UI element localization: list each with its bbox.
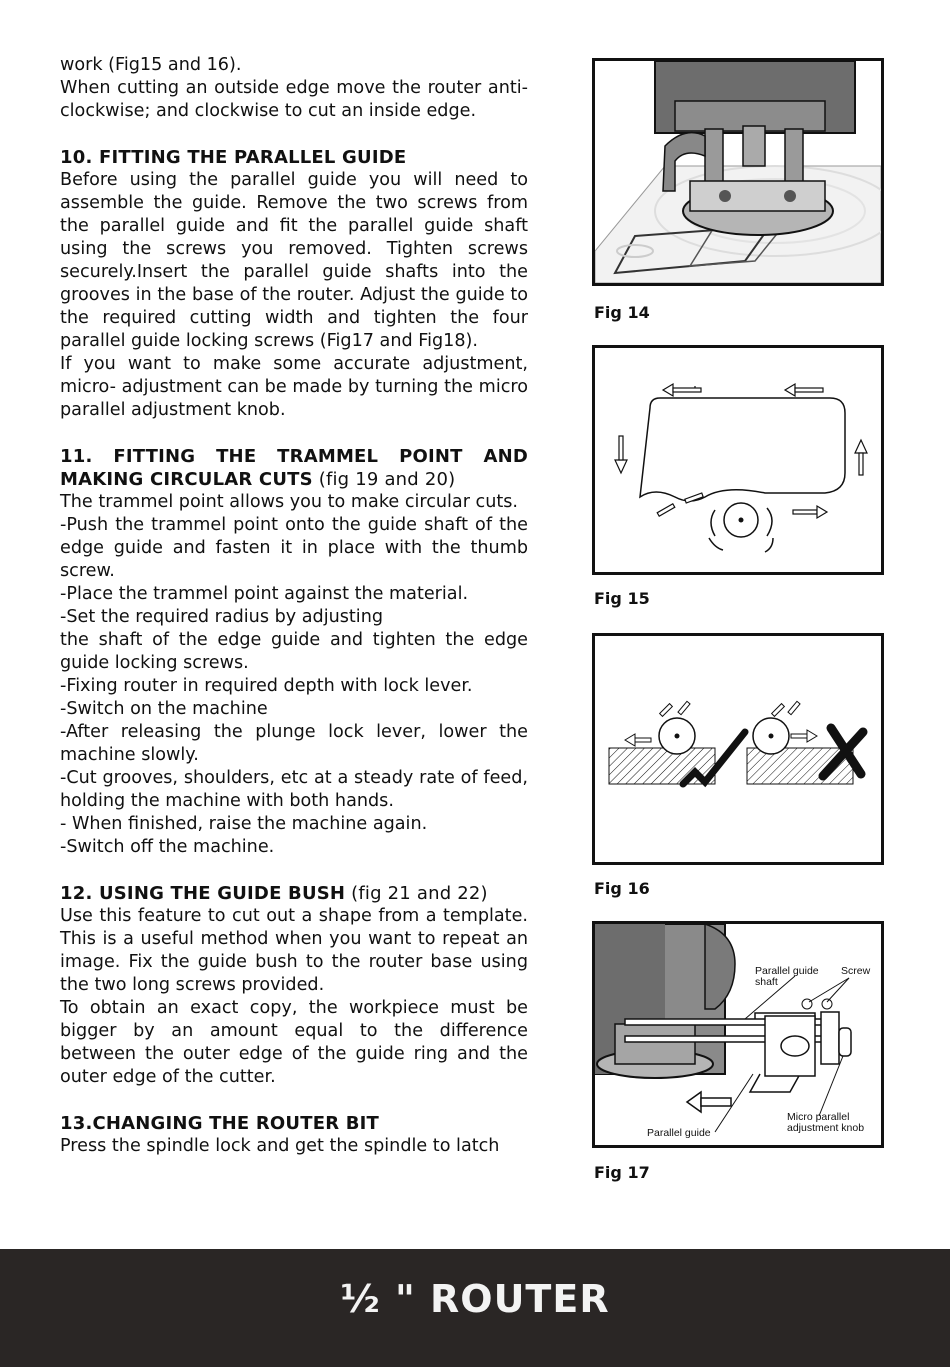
paragraph: If you want to make some accurate adjust… (60, 354, 528, 420)
figure-15-caption: Fig 15 (594, 589, 650, 608)
label-shaft: shaft (755, 976, 778, 988)
check-mark-icon (679, 728, 749, 788)
list-item: -Push the trammel point onto the guide s… (60, 515, 528, 581)
figure-15-cutting-direction-diagram (592, 345, 884, 575)
figure-16-feed-direction-diagram (592, 633, 884, 865)
label-screw: Screw (841, 965, 871, 977)
paragraph: work (Fig15 and 16). (60, 55, 242, 75)
correct-vs-incorrect-feed-diagram (608, 700, 868, 788)
list-item: -Set the required radius by adjusting (60, 607, 384, 627)
list-item: -After releasing the plunge lock lever, … (60, 722, 528, 765)
list-item: - When finished, raise the machine again… (60, 814, 428, 834)
main-text-column: work (Fig15 and 16). When cutting an out… (60, 54, 528, 1158)
section-11-fig-ref: (fig 19 and 20) (312, 469, 456, 490)
section-12-fig-ref: (fig 21 and 22) (345, 883, 488, 904)
router-on-workpiece-illustration (595, 61, 881, 283)
paragraph: Before using the parallel guide you will… (60, 170, 528, 351)
figure-16-caption: Fig 16 (594, 879, 650, 898)
label-parallel-guide: Parallel guide (647, 1127, 711, 1139)
workpiece-outline (639, 397, 846, 502)
footer-banner: ½ " ROUTER (0, 1249, 950, 1367)
section-11-title: 11. FITTING THE TRAMMEL POINT AND MAKING… (60, 446, 528, 490)
label-micro-parallel: Micro parallel (787, 1111, 849, 1123)
paragraph: To obtain an exact copy, the workpiece m… (60, 998, 528, 1087)
list-item: -Place the trammel point against the mat… (60, 584, 469, 604)
parallel-guide-fence (748, 1073, 801, 1093)
figure-17-caption: Fig 17 (594, 1163, 650, 1182)
label-parallel-guide-shaft: Parallel guide (755, 965, 819, 977)
list-item: -Switch on the machine (60, 699, 268, 719)
list-item: -Switch off the machine. (60, 837, 275, 857)
list-item: the shaft of the edge guide and tighten … (60, 630, 528, 673)
figure-14-caption: Fig 14 (594, 303, 650, 322)
paragraph: Use this feature to cut out a shape from… (60, 906, 528, 995)
list-item: -Fixing router in required depth with lo… (60, 676, 473, 696)
figure-14-router-illustration (592, 58, 884, 286)
section-13-heading: 13.CHANGING THE ROUTER BIT (60, 1113, 380, 1134)
list-item: The trammel point allows you to make cir… (60, 492, 519, 512)
micro-adjustment-knob (838, 1027, 852, 1057)
list-item: -Cut grooves, shoulders, etc at a steady… (60, 768, 528, 811)
direction-arrow-left-icon (685, 1090, 732, 1114)
cross-mark-icon (818, 723, 868, 781)
product-title: ½ " ROUTER (340, 1277, 610, 1321)
section-11-heading: 11. FITTING THE TRAMMEL POINT AND MAKING… (60, 445, 528, 491)
figure-17-parallel-guide-illustration: Parallel guide shaft Screw Micro paralle… (592, 921, 884, 1148)
paragraph: Press the spindle lock and get the spind… (60, 1136, 500, 1156)
parallel-guide-assembly-illustration: Parallel guide shaft Screw Micro paralle… (595, 924, 871, 1139)
section-12-title: 12. USING THE GUIDE BUSH (60, 883, 346, 904)
label-adjustment-knob: adjustment knob (787, 1122, 864, 1134)
cutting-direction-diagram (614, 382, 868, 553)
section-10-heading: 10. FITTING THE PARALLEL GUIDE (60, 147, 407, 168)
section-12-heading: 12. USING THE GUIDE BUSH (fig 21 and 22) (60, 882, 528, 905)
paragraph: When cutting an outside edge move the ro… (60, 78, 528, 121)
